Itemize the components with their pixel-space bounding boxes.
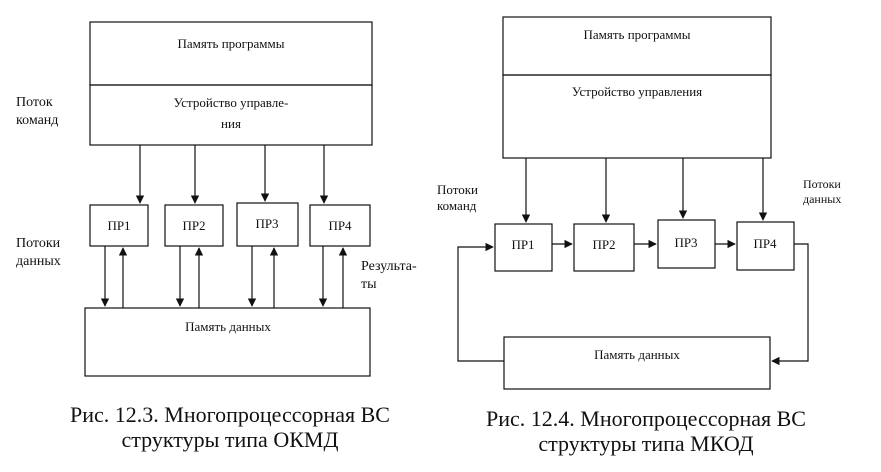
right-data-streams-line1: Потоки	[803, 177, 841, 191]
left-caption-line2: структуры типа ОКМД	[121, 427, 339, 453]
left-processor-label-4: ПР4	[328, 218, 352, 233]
left-control-unit-label-1: Устройство управле-	[174, 95, 289, 110]
right-input-loop	[457, 242, 504, 362]
right-processor-box-1	[494, 223, 553, 272]
right-data-memory-box	[503, 336, 771, 390]
right-diagram	[457, 16, 809, 390]
left-control-unit-label-2: ния	[221, 116, 241, 131]
left-data-streams-label: Потоки данных	[16, 235, 61, 270]
right-command-streams-line1: Потоки	[437, 182, 478, 197]
right-processor-label-2: ПР2	[592, 237, 615, 252]
right-figure-caption: Рис. 12.4. Многопроцессорная ВС структур…	[470, 406, 822, 466]
left-results-line2: ты	[361, 276, 377, 292]
left-diagram	[84, 21, 373, 377]
left-processor-box-3	[236, 202, 299, 247]
right-caption-line2: структуры типа МКОД	[538, 431, 754, 457]
right-processor-label-1: ПР1	[511, 237, 534, 252]
left-processor-label-1: ПР1	[107, 218, 130, 233]
left-data-streams-line2: данных	[16, 253, 61, 269]
left-processor-box-1	[89, 204, 149, 247]
left-data-streams-line1: Потоки	[16, 236, 61, 251]
right-program-memory-box	[502, 16, 772, 76]
left-command-stream-line1: Поток	[16, 95, 53, 110]
right-processor-box-4	[736, 221, 795, 271]
right-processor-label-3: ПР3	[674, 235, 697, 250]
right-command-streams-line2: команд	[437, 198, 477, 214]
right-caption-line1: Рис. 12.4. Многопроцессорная ВС	[486, 406, 806, 431]
right-program-memory-label: Память программы	[584, 27, 691, 42]
left-results-label: Результа- ты	[361, 258, 417, 293]
right-control-unit-box	[502, 74, 772, 159]
right-data-memory-label: Память данных	[594, 347, 680, 362]
left-figure-caption: Рис. 12.3. Многопроцессорная ВС структур…	[60, 402, 400, 456]
left-results-line1: Результа-	[361, 259, 417, 274]
left-command-stream-line2: команд	[16, 112, 59, 128]
left-processor-label-2: ПР2	[182, 218, 205, 233]
left-processor-label-3: ПР3	[255, 216, 278, 231]
left-control-unit-box	[89, 84, 373, 146]
left-program-memory-box	[89, 21, 373, 86]
right-processor-label-4: ПР4	[753, 236, 777, 251]
left-program-memory-label: Память программы	[178, 36, 285, 51]
right-control-unit-label: Устройство управления	[572, 84, 702, 99]
right-output-loop	[771, 243, 809, 366]
right-data-streams-line2: данных	[803, 192, 842, 206]
right-command-streams-label: Потоки команд	[437, 182, 478, 215]
left-processor-box-4	[309, 204, 371, 247]
left-processor-box-2	[164, 204, 224, 247]
left-command-stream-label: Поток команд	[16, 94, 58, 129]
left-data-memory-box	[84, 307, 371, 377]
right-processor-box-2	[573, 223, 635, 272]
right-data-streams-label: Потоки данных	[803, 177, 841, 207]
left-data-memory-label: Память данных	[185, 319, 271, 334]
left-caption-line1: Рис. 12.3. Многопроцессорная ВС	[70, 402, 390, 427]
